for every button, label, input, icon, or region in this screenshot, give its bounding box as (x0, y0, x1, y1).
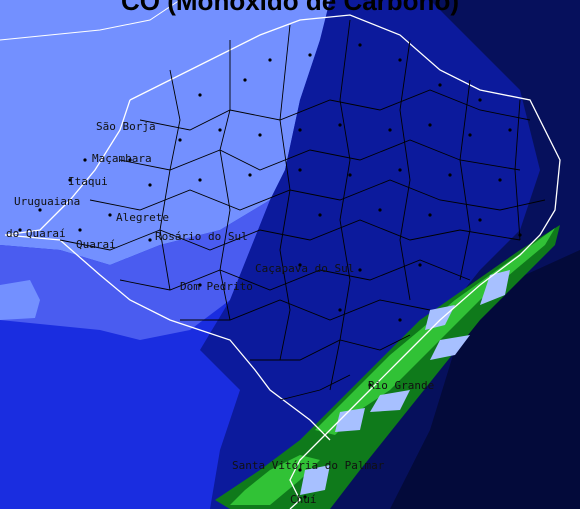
lagoon-pale-6 (300, 465, 330, 495)
river-north (0, 0, 181, 41)
field-level-lightest-west (0, 280, 40, 320)
southern-border (4, 234, 331, 441)
place-label-barra-do-quarai: do Quaraí (6, 227, 66, 240)
place-label-macambara: Maçambara (92, 152, 152, 165)
lagoon-pale-3 (430, 335, 470, 360)
map-title: CO (Monóxido de Carbono) (121, 0, 459, 16)
place-label-quarai: Quaraí (76, 238, 116, 251)
place-label-chui: Chuí (290, 493, 317, 506)
state-border (4, 14, 561, 509)
field-level-lightest (0, 0, 330, 265)
place-label-rosario-do-sul: Rosário do Sul (155, 230, 248, 243)
place-label-alegrete: Alegrete (116, 211, 169, 224)
place-label-santa-vitoria: Santa Vitória do Palmar (232, 459, 385, 472)
lagoon-pale-2 (425, 305, 455, 330)
coast-green-light-south (230, 455, 320, 505)
place-label-dom-pedrito: Dom Pedrito (180, 280, 253, 293)
lagoon-pale-1 (480, 270, 510, 305)
place-label-uruguaiana: Uruguaiana (14, 195, 80, 208)
place-label-rio-grande: Rio Grande (368, 379, 434, 392)
city-markers (18, 43, 522, 499)
field-level-light (0, 200, 270, 340)
lagoon-pale-4 (370, 390, 410, 412)
place-label-itaqui: Itaqui (68, 175, 108, 188)
field-level-navy (390, 250, 580, 509)
lagoon-pale-5 (335, 408, 365, 432)
municipal-boundaries (59, 19, 546, 401)
place-label-sao-borja: São Borja (96, 120, 156, 133)
place-label-cacapava-do-sul: Caçapava do Sul (255, 262, 354, 275)
